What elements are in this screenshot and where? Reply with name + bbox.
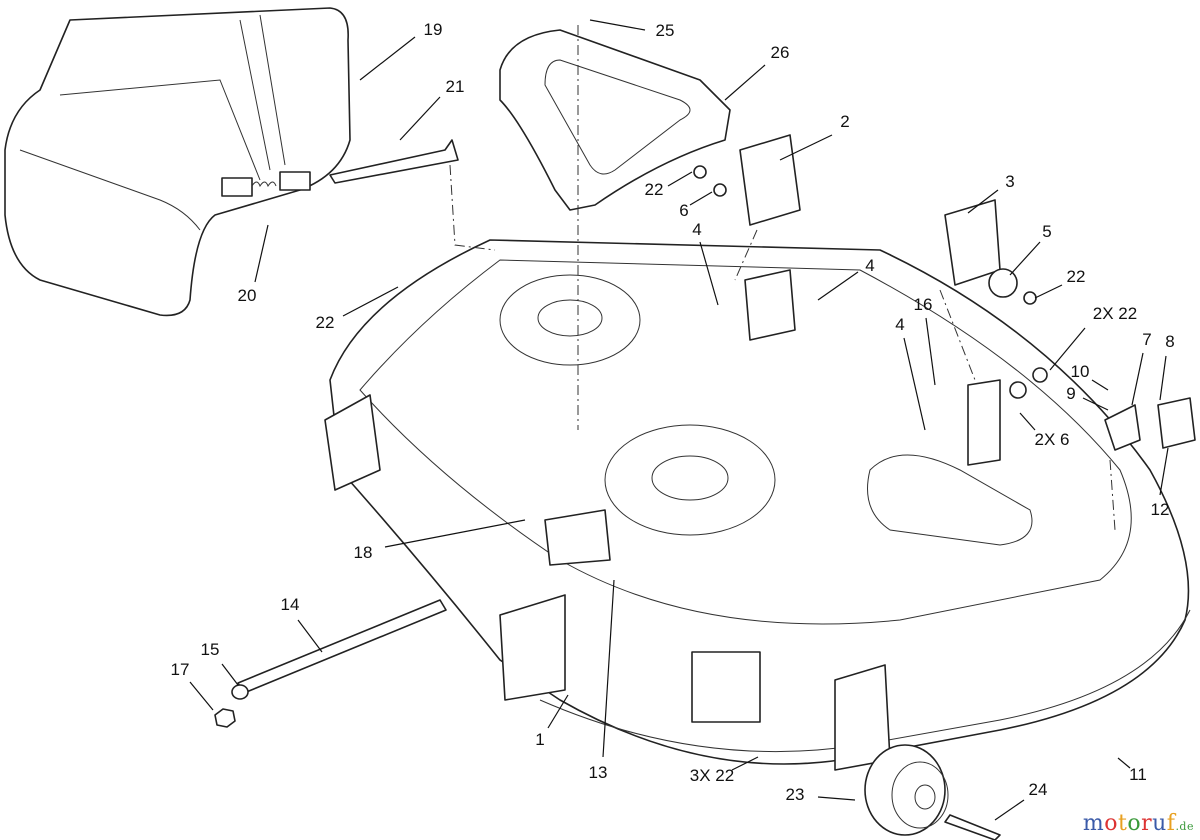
callout-label: 3X 22 <box>689 766 735 785</box>
leader-line <box>1159 355 1167 401</box>
watermark-logo: motoruf.de <box>1082 811 1194 836</box>
callout-label: 8 <box>1165 332 1175 351</box>
leader-line <box>1009 241 1041 276</box>
leader-line <box>967 189 999 214</box>
callout-label: 4 <box>895 315 905 334</box>
callout-label: 1 <box>535 730 545 749</box>
leader-line <box>399 96 441 141</box>
belt-cover <box>499 29 731 211</box>
callout-label: 26 <box>770 43 790 62</box>
warning-decal <box>691 651 761 723</box>
leader-line <box>547 694 569 729</box>
leader-line <box>925 317 936 386</box>
leader-line <box>817 271 859 301</box>
leader-line <box>1117 757 1131 769</box>
callout-label: 2X 22 <box>1092 304 1138 323</box>
callout-label: 11 <box>1129 765 1147 784</box>
leader-line <box>994 799 1025 821</box>
callout-label: 2 <box>840 112 850 131</box>
leader-line <box>1019 412 1036 431</box>
leader-line <box>342 286 399 317</box>
leader-line <box>1049 327 1086 371</box>
leader-line <box>1091 379 1109 391</box>
leader-line <box>779 134 833 161</box>
leader-line <box>384 519 526 548</box>
callout-label: 13 <box>588 763 608 782</box>
leader-line <box>589 19 646 31</box>
leader-line <box>602 579 615 758</box>
gauge-wheel <box>864 744 1001 840</box>
leader-line <box>189 681 214 711</box>
callout-label: 22 <box>315 313 335 332</box>
nut-22 <box>1023 291 1037 305</box>
callout-label: 21 <box>445 77 465 96</box>
chute-rod <box>329 139 459 184</box>
leader-line <box>1082 397 1109 411</box>
leader-line <box>731 756 759 771</box>
bracket-2 <box>739 134 801 226</box>
callout-label: 19 <box>423 20 443 39</box>
leader-line <box>903 337 926 431</box>
leader-line <box>689 191 713 206</box>
callout-label: 23 <box>785 785 805 804</box>
callout-label: 12 <box>1150 500 1170 519</box>
leader-line <box>1034 284 1063 299</box>
callout-label: 17 <box>170 660 190 679</box>
leader-line <box>359 36 416 81</box>
callout-label: 14 <box>280 595 300 614</box>
callout-label: 18 <box>353 543 373 562</box>
leader-line <box>724 64 766 101</box>
leader-line <box>1131 352 1144 406</box>
callout-label: 16 <box>913 295 933 314</box>
grass-chute <box>4 7 351 317</box>
callout-label: 2X 6 <box>1034 430 1070 449</box>
callout-label: 10 <box>1070 362 1090 381</box>
callout-label: 22 <box>1066 267 1086 286</box>
callout-label: 3 <box>1005 172 1015 191</box>
callout-label: 24 <box>1028 780 1048 799</box>
callout-label: 4 <box>865 256 875 275</box>
callout-label: 5 <box>1042 222 1052 241</box>
leader-line <box>699 241 719 306</box>
callout-label: 20 <box>237 286 257 305</box>
leader-line <box>297 619 323 653</box>
washer-5 <box>988 268 1018 298</box>
callout-label: 7 <box>1142 330 1152 349</box>
callout-label: 4 <box>692 220 702 239</box>
leader-line <box>254 224 269 283</box>
callout-label: 22 <box>644 180 664 199</box>
callout-label: 9 <box>1066 384 1076 403</box>
callout-label: 15 <box>200 640 220 659</box>
adjustment-rod <box>237 599 447 694</box>
bracket-3 <box>944 199 1001 286</box>
leader-line <box>1159 447 1169 496</box>
callout-label: 6 <box>679 201 689 220</box>
leader-line <box>221 663 239 686</box>
leader-line <box>817 796 856 801</box>
callout-label: 25 <box>655 21 675 40</box>
leader-line <box>667 171 693 187</box>
